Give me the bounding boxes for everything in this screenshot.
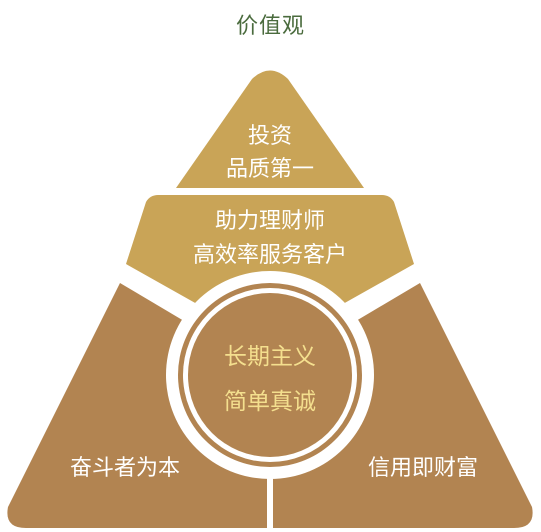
bottom-left-label: 奋斗者为本 <box>70 456 180 481</box>
diagram-title: 价值观 <box>235 14 305 39</box>
segment-middle <box>126 195 414 345</box>
top-label-line2: 品质第一 <box>226 157 314 182</box>
center-label-line2: 简单真诚 <box>224 389 316 415</box>
top-label-line1: 投资 <box>248 124 292 149</box>
bottom-right-label: 信用即财富 <box>368 456 478 481</box>
center-disc <box>188 293 352 457</box>
middle-label-line1: 助力理财师 <box>215 209 325 234</box>
segment-top <box>176 70 364 188</box>
middle-label-line2: 高效率服务客户 <box>193 243 347 268</box>
center-label-line1: 长期主义 <box>224 344 316 370</box>
